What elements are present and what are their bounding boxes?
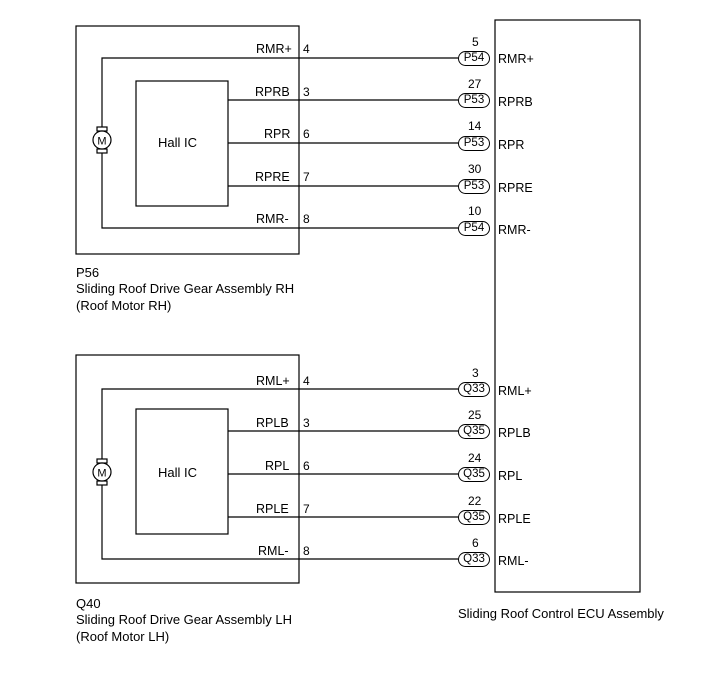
motor-rh-signal-label: RPRB (255, 85, 290, 99)
ecu-signal-label: RMR- (498, 223, 531, 237)
connector-badge: Q35 (458, 510, 490, 525)
motor-lh-pin-number: 3 (303, 416, 310, 430)
motor-rh-pin-number: 8 (303, 212, 310, 226)
ecu-signal-label: RML- (498, 554, 529, 568)
motor-rh-signal-label: RPR (264, 127, 291, 141)
motor-rh-subtitle: (Roof Motor RH) (76, 298, 172, 313)
motor-rh-symbol: M (97, 136, 106, 148)
ecu-pin-number: 24 (468, 451, 482, 465)
motor-rh-pin-number: 4 (303, 42, 310, 56)
motor-lh-code: Q40 (76, 596, 101, 611)
ecu-pin-number: 5 (472, 35, 479, 49)
ecu-name: Sliding Roof Control ECU Assembly (458, 606, 664, 621)
motor-lh-wire-rml-plus (101, 388, 458, 459)
connector-badge: Q35 (458, 424, 490, 439)
motor-rh-pin-number: 7 (303, 170, 310, 184)
motor-lh-pin-number: 4 (303, 374, 310, 388)
motor-rh-box (75, 25, 300, 255)
motor-lh-pin-number: 7 (303, 502, 310, 516)
motor-rh-code: P56 (76, 265, 100, 280)
motor-rh-name: Sliding Roof Drive Gear Assembly RH (76, 281, 295, 296)
connector-badge: P53 (458, 136, 490, 151)
connector-badge: P53 (458, 93, 490, 108)
motor-rh-wire-rmr-plus (101, 57, 458, 127)
ecu-pin-number: 14 (468, 119, 482, 133)
ecu-signal-label: RMR+ (498, 52, 534, 66)
motor-rh-signal-label: RPRE (255, 170, 290, 184)
motor-lh-brush-top (96, 458, 108, 464)
ecu-pin-number: 6 (472, 536, 479, 550)
ecu-signal-label: RPRB (498, 95, 533, 109)
motor-lh-pin-number: 8 (303, 544, 310, 558)
motor-rh-icon (92, 130, 112, 150)
motor-lh-subtitle: (Roof Motor LH) (76, 629, 170, 644)
ecu-pin-number: 30 (468, 162, 482, 176)
motor-lh-icon (92, 462, 112, 482)
ecu-signal-label: RPRE (498, 181, 533, 195)
motor-rh-brush-bottom (96, 148, 108, 154)
ecu-pin-number: 22 (468, 494, 482, 508)
motor-lh-hall-ic-box (135, 408, 229, 535)
connector-badge: P54 (458, 221, 490, 236)
ecu-pin-number: 10 (468, 204, 482, 218)
ecu-box (494, 19, 641, 593)
motor-lh-signal-label: RML- (258, 544, 289, 558)
connector-badge: Q33 (458, 382, 490, 397)
motor-rh-signal-label: RMR- (256, 212, 289, 226)
motor-lh-brush-bottom (96, 480, 108, 486)
motor-lh-wire-rml-minus (101, 485, 458, 560)
connector-badge: Q35 (458, 467, 490, 482)
motor-lh-symbol: M (97, 468, 106, 480)
ecu-pin-number: 27 (468, 77, 482, 91)
motor-rh-pin-number: 3 (303, 85, 310, 99)
motor-lh-signal-label: RPLE (256, 502, 289, 516)
motor-lh-signal-label: RPL (265, 459, 290, 473)
motor-rh-brush-top (96, 126, 108, 132)
ecu-signal-label: RML+ (498, 384, 532, 398)
ecu-pin-number: 25 (468, 408, 482, 422)
ecu-signal-label: RPL (498, 469, 523, 483)
ecu-signal-label: RPR (498, 138, 525, 152)
motor-rh-hall-ic-label: Hall IC (158, 135, 198, 150)
ecu-signal-label: RPLE (498, 512, 531, 526)
motor-lh-signal-label: RML+ (256, 374, 290, 388)
motor-lh-pin-number: 6 (303, 459, 310, 473)
motor-rh-pin-number: 6 (303, 127, 310, 141)
connector-badge: Q33 (458, 552, 490, 567)
connector-badge: P54 (458, 51, 490, 66)
motor-rh-signal-label: RMR+ (256, 42, 292, 56)
motor-lh-signal-label: RPLB (256, 416, 289, 430)
motor-lh-box (75, 354, 300, 584)
motor-lh-hall-ic-label: Hall IC (158, 465, 198, 480)
connector-badge: P53 (458, 179, 490, 194)
ecu-signal-label: RPLB (498, 426, 531, 440)
ecu-pin-number: 3 (472, 366, 479, 380)
motor-rh-wire-rmr-minus (101, 153, 458, 229)
motor-lh-name: Sliding Roof Drive Gear Assembly LH (76, 612, 293, 627)
